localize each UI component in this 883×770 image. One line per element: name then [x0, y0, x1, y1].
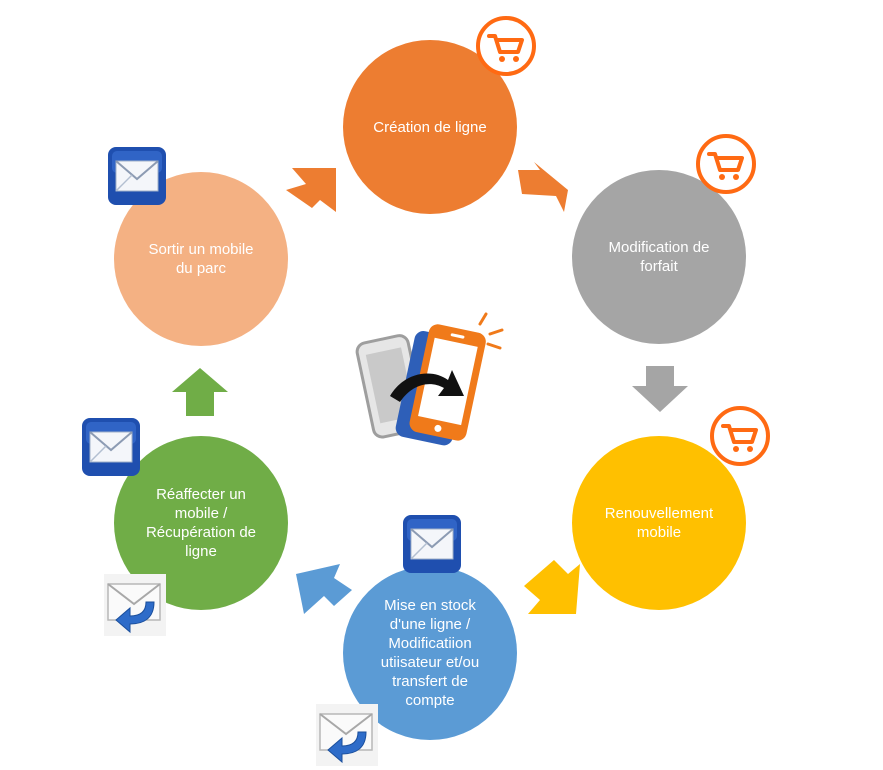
- shopping-cart-icon: [710, 406, 770, 466]
- shopping-cart-icon: [476, 16, 536, 76]
- step-modification-de-forfait: Modification de forfait: [572, 170, 746, 344]
- arrow-step2-to-step3: [632, 366, 688, 412]
- step-label: Création de ligne: [373, 118, 487, 136]
- step-mise-en-stock: Mise en stock d'une ligne / Modificatiio…: [343, 566, 517, 740]
- arrow-step6-to-step1: [286, 168, 336, 212]
- step-renouvellement-mobile: Renouvellement mobile: [572, 436, 746, 610]
- step-label: Renouvellement mobile: [604, 505, 714, 541]
- step-label: Réaffecter un mobile / Récupération de l…: [145, 486, 257, 560]
- envelope-icon: [108, 147, 166, 205]
- envelope-icon: [82, 418, 140, 476]
- shopping-cart-icon: [696, 134, 756, 194]
- step-label: Sortir un mobile du parc: [148, 241, 254, 277]
- phone-swap-icon: [355, 312, 504, 446]
- arrow-step5-to-step6: [172, 368, 228, 416]
- reply-mail-icon: [104, 574, 166, 636]
- step-label: Modification de forfait: [608, 239, 710, 275]
- arrow-step3-to-step4: [524, 560, 580, 614]
- arrow-step4-to-step5: [296, 564, 352, 614]
- envelope-icon: [403, 515, 461, 573]
- step-label: Mise en stock d'une ligne / Modificatiio…: [380, 597, 480, 709]
- reply-mail-icon: [316, 704, 378, 766]
- arrow-step1-to-step2: [518, 162, 568, 212]
